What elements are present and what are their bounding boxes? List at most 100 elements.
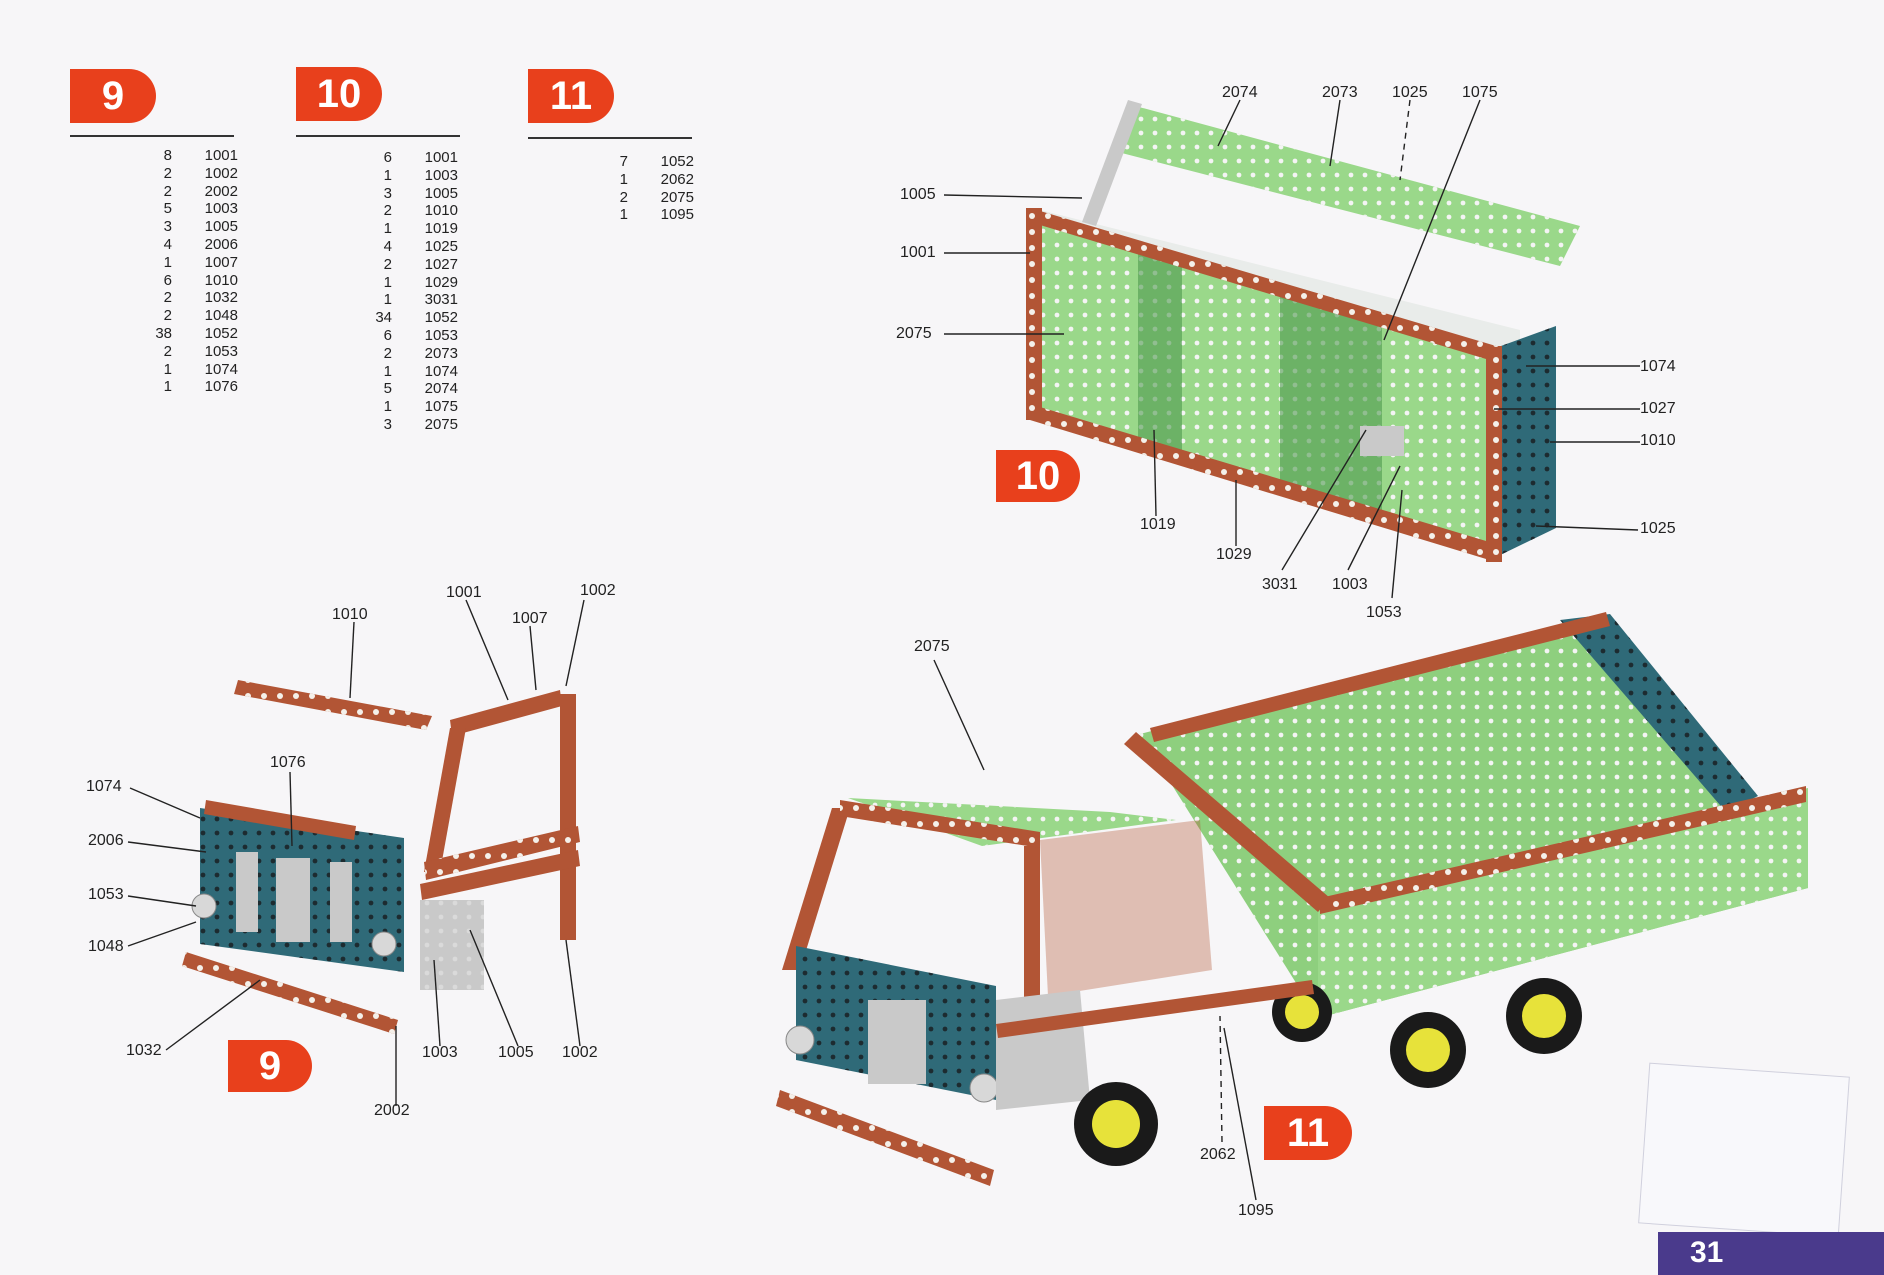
callout-label: 1001 <box>900 244 936 261</box>
part-number: 2006 <box>204 235 238 253</box>
callout-label: 1010 <box>1640 432 1676 449</box>
part-quantity: 2 <box>619 188 628 206</box>
grille-plate-center <box>276 858 310 942</box>
part-number: 1029 <box>424 273 458 291</box>
truck-headlight-right <box>969 1073 999 1103</box>
callout-label: 1005 <box>900 186 936 203</box>
part-quantity: 2 <box>383 344 392 362</box>
part-quantity: 4 <box>383 237 392 255</box>
callout-label: 3031 <box>1262 576 1298 593</box>
grille-plate-left <box>236 852 258 932</box>
callout-label: 1032 <box>126 1042 162 1059</box>
parts-list-row: 3 2075 <box>352 416 458 434</box>
callout-label: 1076 <box>270 754 306 771</box>
part-quantity: 3 <box>383 184 392 202</box>
part-number: 1019 <box>424 220 458 238</box>
parts-list-row: 2 2075 <box>588 189 694 207</box>
part-quantity: 6 <box>383 149 392 166</box>
callout-label: 1002 <box>562 1044 598 1061</box>
parts-list-row: 1 1095 <box>588 206 694 224</box>
part-quantity: 2 <box>163 342 172 360</box>
part-number: 1005 <box>204 218 238 236</box>
part-quantity: 2 <box>163 182 172 200</box>
part-quantity: 1 <box>163 378 172 396</box>
part-quantity: 2 <box>163 289 172 307</box>
callout-label: 2002 <box>374 1102 410 1119</box>
part-quantity: 3 <box>163 218 172 236</box>
part-quantity: 5 <box>163 200 172 218</box>
part-quantity: 8 <box>163 147 172 164</box>
parts-list-row: 1 1019 <box>352 220 458 238</box>
part-number: 1095 <box>660 206 694 224</box>
radiator-top-strip <box>204 800 356 840</box>
parts-list-row: 1 1029 <box>352 274 458 292</box>
part-quantity: 1 <box>383 166 392 184</box>
part-quantity: 6 <box>163 271 172 289</box>
part-quantity: 1 <box>163 253 172 271</box>
parts-list-row: 6 1010 <box>132 272 238 290</box>
part-quantity: 1 <box>383 273 392 291</box>
part-quantity: 2 <box>163 164 172 182</box>
part-quantity: 5 <box>383 380 392 398</box>
truck-cab-side <box>1040 820 1212 996</box>
part-quantity: 7 <box>619 153 628 170</box>
truck-headlight-left <box>785 1025 815 1055</box>
cab-front-model <box>182 680 580 1034</box>
callout-label: 1002 <box>580 582 616 599</box>
diagram-9-badge: 9 <box>228 1040 312 1092</box>
step-9-callout-lines <box>127 599 585 1106</box>
part-number: 1048 <box>204 307 238 325</box>
parts-list-row: 3 1005 <box>132 218 238 236</box>
callout-label: 1005 <box>498 1044 534 1061</box>
part-number: 1010 <box>204 271 238 289</box>
parts-list-row: 6 1001 <box>352 149 458 167</box>
parts-list-row: 2 2073 <box>352 345 458 363</box>
part-number: 1052 <box>204 324 238 342</box>
step-9-rule <box>70 135 234 137</box>
part-quantity: 1 <box>383 362 392 380</box>
step-9-badge: 9 <box>70 69 156 123</box>
grille-plate-right <box>330 862 352 942</box>
part-number: 2075 <box>660 188 694 206</box>
step-10-rule <box>296 135 460 137</box>
callout-label: 1007 <box>512 610 548 627</box>
part-number: 1005 <box>424 184 458 202</box>
part-quantity: 1 <box>383 291 392 309</box>
part-quantity: 3 <box>383 415 392 433</box>
step-11-rule <box>528 137 692 139</box>
part-quantity: 1 <box>619 170 628 188</box>
part-quantity: 1 <box>619 206 628 224</box>
callout-label: 1075 <box>1462 84 1498 101</box>
truck-grille-plate <box>868 1000 926 1084</box>
callout-label: 1027 <box>1640 400 1676 417</box>
part-number: 1074 <box>424 362 458 380</box>
part-number: 2073 <box>424 344 458 362</box>
part-quantity: 1 <box>383 398 392 416</box>
part-quantity: 38 <box>155 324 172 342</box>
part-number: 2075 <box>424 415 458 433</box>
part-quantity: 1 <box>383 220 392 238</box>
callout-label: 1053 <box>88 886 124 903</box>
part-number: 1001 <box>424 149 458 166</box>
part-number: 1003 <box>204 200 238 218</box>
callout-label: 1074 <box>1640 358 1676 375</box>
part-number: 2062 <box>660 170 694 188</box>
cab-lower-strip <box>420 850 580 900</box>
